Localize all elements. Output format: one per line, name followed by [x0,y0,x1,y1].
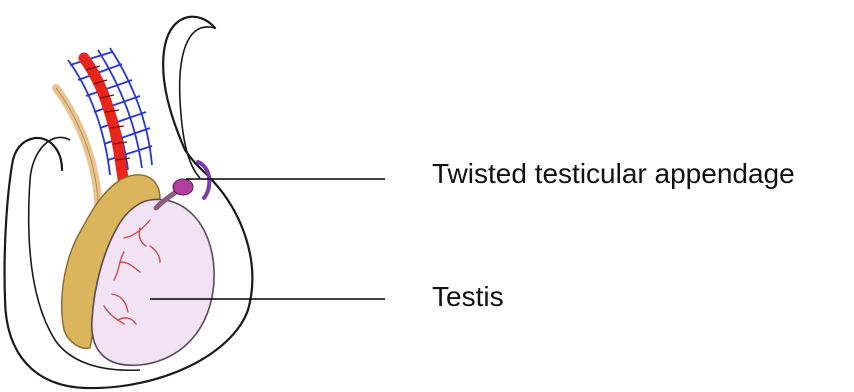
twisted-appendage [172,178,194,196]
testis [91,198,215,367]
artery-segments [85,65,131,161]
appendage-stalk [153,189,179,211]
scrotal-sac-outline [3,15,254,390]
testis-label: Testis [432,281,504,312]
appendage-label: Twisted testicular appendage [432,158,795,189]
testicular-artery [78,52,130,191]
tunica-inner-line [178,26,216,179]
sac-left-fold [27,136,141,372]
testis-capillaries [103,219,161,325]
